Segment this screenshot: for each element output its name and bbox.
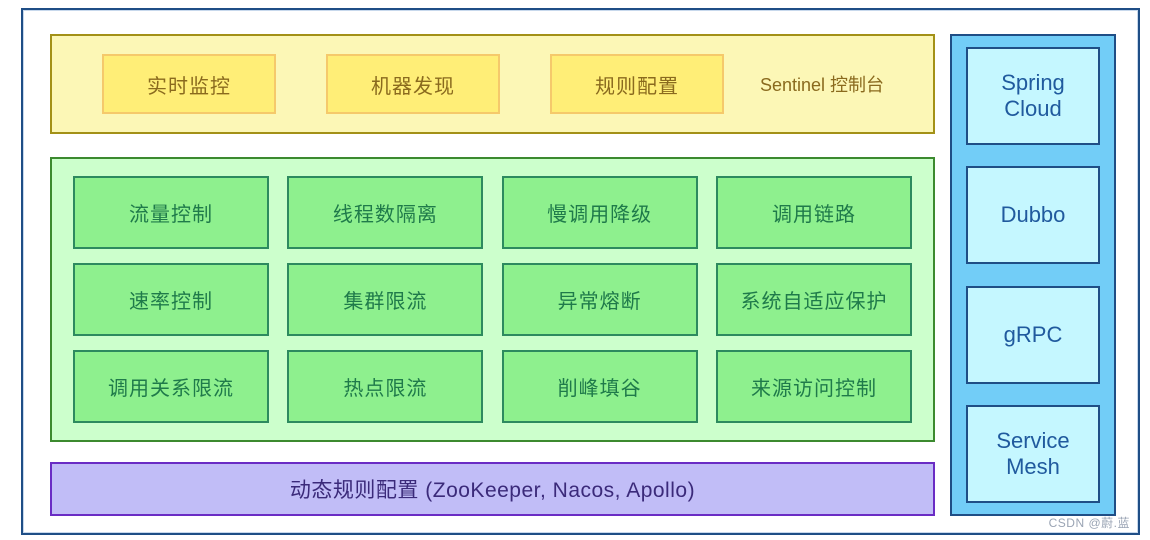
core-row: 流量控制 线程数隔离 慢调用降级 调用链路 (73, 176, 912, 249)
core-card-origin-access-control[interactable]: 来源访问控制 (715, 350, 912, 423)
core-row: 速率控制 集群限流 异常熔断 系统自适应保护 (73, 263, 912, 336)
console-card-realtime-monitor[interactable]: 实时监控 (102, 54, 276, 114)
left-column: 实时监控 机器发现 规则配置 Sentinel 控制台 流量控制 线程数隔离 慢… (50, 34, 935, 516)
core-card-call-chain[interactable]: 调用链路 (715, 176, 912, 249)
sentinel-console-label: Sentinel 控制台 (760, 75, 885, 95)
adapter-card-dubbo[interactable]: Dubbo (966, 166, 1100, 265)
adapter-card-spring-cloud[interactable]: Spring Cloud (966, 46, 1100, 145)
core-card-thread-isolation[interactable]: 线程数隔离 (287, 176, 484, 249)
core-card-exception-circuit-breaker[interactable]: 异常熔断 (501, 263, 698, 336)
core-card-relation-flow-control[interactable]: 调用关系限流 (73, 350, 269, 423)
adapter-card-service-mesh[interactable]: Service Mesh (966, 405, 1100, 504)
core-card-peak-shaving[interactable]: 削峰填谷 (501, 350, 698, 423)
core-card-system-adaptive-protection[interactable]: 系统自适应保护 (715, 263, 912, 336)
console-card-machine-discovery[interactable]: 机器发现 (326, 54, 500, 114)
core-card-rate-control[interactable]: 速率控制 (73, 263, 269, 336)
core-card-hotspot-flow-control[interactable]: 热点限流 (287, 350, 484, 423)
core-card-flow-control[interactable]: 流量控制 (73, 176, 269, 249)
sentinel-core-panel: 流量控制 线程数隔离 慢调用降级 调用链路 速率控制 集群限流 异常熔断 系统自… (50, 157, 935, 442)
core-card-cluster-flow-control[interactable]: 集群限流 (287, 263, 484, 336)
adapter-card-grpc[interactable]: gRPC (966, 285, 1100, 384)
core-card-slow-call-degrade[interactable]: 慢调用降级 (501, 176, 698, 249)
core-row: 调用关系限流 热点限流 削峰填谷 来源访问控制 (73, 350, 912, 423)
console-card-rule-configuration[interactable]: 规则配置 (550, 54, 724, 114)
diagram-inner-border (23, 10, 1138, 533)
adapters-panel: Spring Cloud Dubbo gRPC Service Mesh (950, 34, 1116, 516)
diagram-frame: 实时监控 机器发现 规则配置 Sentinel 控制台 流量控制 线程数隔离 慢… (21, 8, 1140, 535)
sentinel-console-panel: 实时监控 机器发现 规则配置 Sentinel 控制台 (50, 34, 935, 134)
dynamic-rule-config-panel[interactable]: 动态规则配置 (ZooKeeper, Nacos, Apollo) (50, 462, 935, 516)
watermark: CSDN @蔚.蓝 (1048, 516, 1130, 530)
